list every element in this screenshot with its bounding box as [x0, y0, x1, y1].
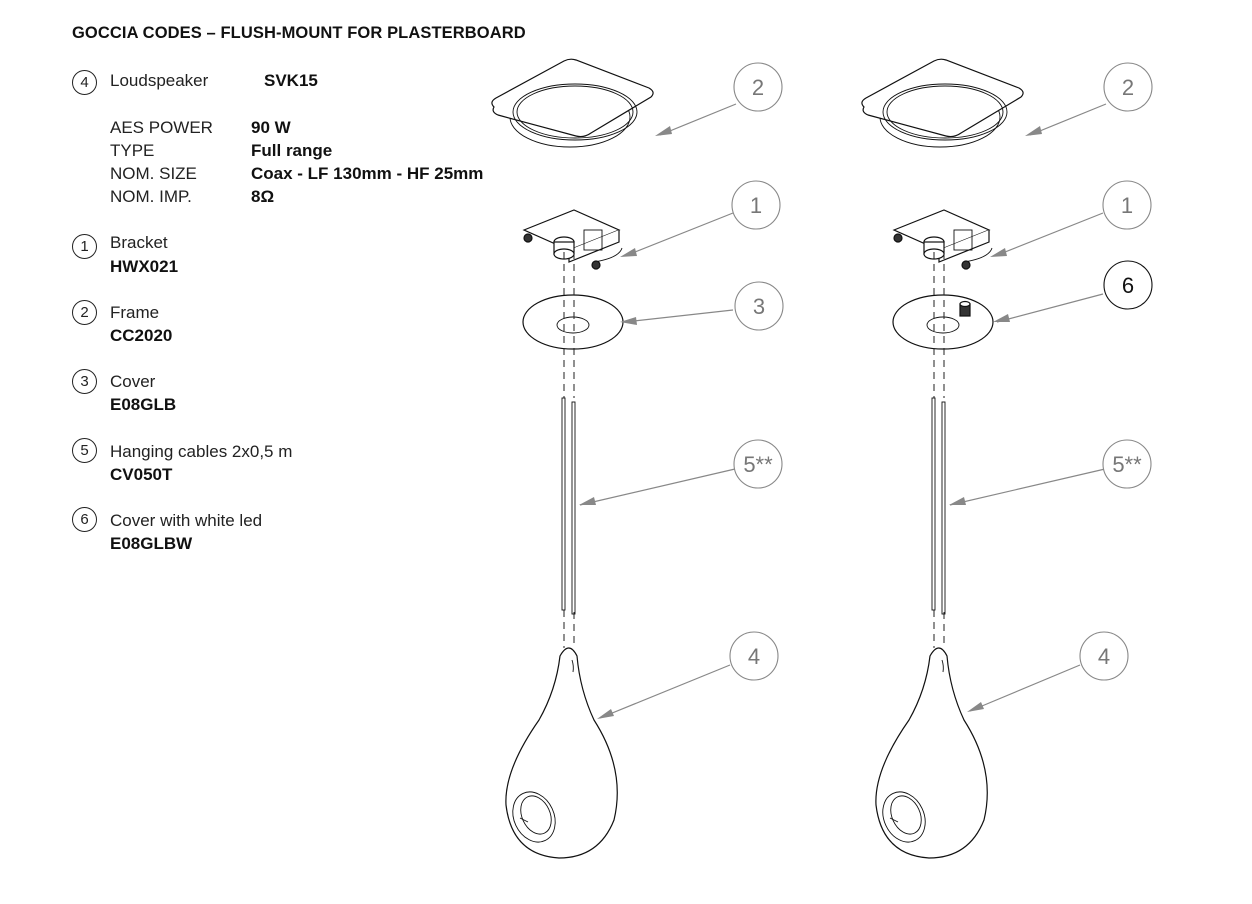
item-number-badge: 3 [72, 369, 97, 394]
assembly-left [491, 58, 654, 859]
item-number-badge: 6 [72, 507, 97, 532]
svg-text:1: 1 [750, 193, 762, 218]
leaders-left [579, 103, 737, 719]
spec-value: Full range [251, 141, 333, 160]
spec-key: AES POWER [110, 118, 213, 137]
spec-value: 90 W [251, 118, 291, 137]
item-number-badge: 1 [72, 234, 97, 259]
svg-text:2: 2 [1122, 75, 1134, 100]
part-label: Hanging cables 2x0,5 m [110, 442, 293, 461]
svg-text:2: 2 [752, 75, 764, 100]
page-title: GOCCIA CODES – FLUSH-MOUNT FOR PLASTERBO… [72, 24, 526, 42]
part-label: Cover [110, 372, 156, 391]
svg-text:4: 4 [1098, 644, 1110, 669]
part-code: CV050T [110, 465, 173, 484]
svg-text:3: 3 [753, 294, 765, 319]
part-label: Frame [110, 303, 160, 322]
callout-hanging-cables: 5** [733, 439, 783, 489]
callout-frame: 2 [1103, 62, 1153, 112]
part-code: E08GLBW [110, 534, 193, 553]
spec-key: TYPE [110, 141, 155, 160]
assembly-right [861, 58, 1024, 859]
svg-text:5**: 5** [743, 452, 773, 477]
part-label: Cover with white led [110, 511, 263, 530]
loudspeaker-label: Loudspeaker [110, 71, 209, 90]
item-number-badge: 2 [72, 300, 97, 325]
led-part [959, 300, 971, 317]
part-label: Bracket [110, 233, 168, 252]
svg-text:6: 6 [1122, 273, 1134, 298]
callout-bracket: 1 [731, 180, 781, 230]
loudspeaker-code: SVK15 [264, 71, 318, 90]
part-code: CC2020 [110, 326, 173, 345]
part-code: HWX021 [110, 257, 179, 276]
svg-text:5**: 5** [1112, 452, 1142, 477]
spec-key: NOM. IMP. [110, 187, 192, 206]
spec-value: Coax - LF 130mm - HF 25mm [251, 164, 484, 183]
callout-loudspeaker: 4 [1079, 631, 1129, 681]
item-number-badge: 5 [72, 438, 97, 463]
spec-value: 8Ω [251, 187, 275, 206]
callout-frame: 2 [733, 62, 783, 112]
leaders-right [949, 103, 1107, 712]
svg-text:1: 1 [1121, 193, 1133, 218]
callout-loudspeaker: 4 [729, 631, 779, 681]
item-number-badge: 4 [72, 70, 97, 95]
callout-bracket: 1 [1102, 180, 1152, 230]
part-code: E08GLB [110, 395, 177, 414]
callout-cover-white-led: 6 [1103, 260, 1153, 310]
callout-cover: 3 [734, 281, 784, 331]
spec-key: NOM. SIZE [110, 164, 197, 183]
svg-text:4: 4 [748, 644, 760, 669]
callout-hanging-cables: 5** [1102, 439, 1152, 489]
